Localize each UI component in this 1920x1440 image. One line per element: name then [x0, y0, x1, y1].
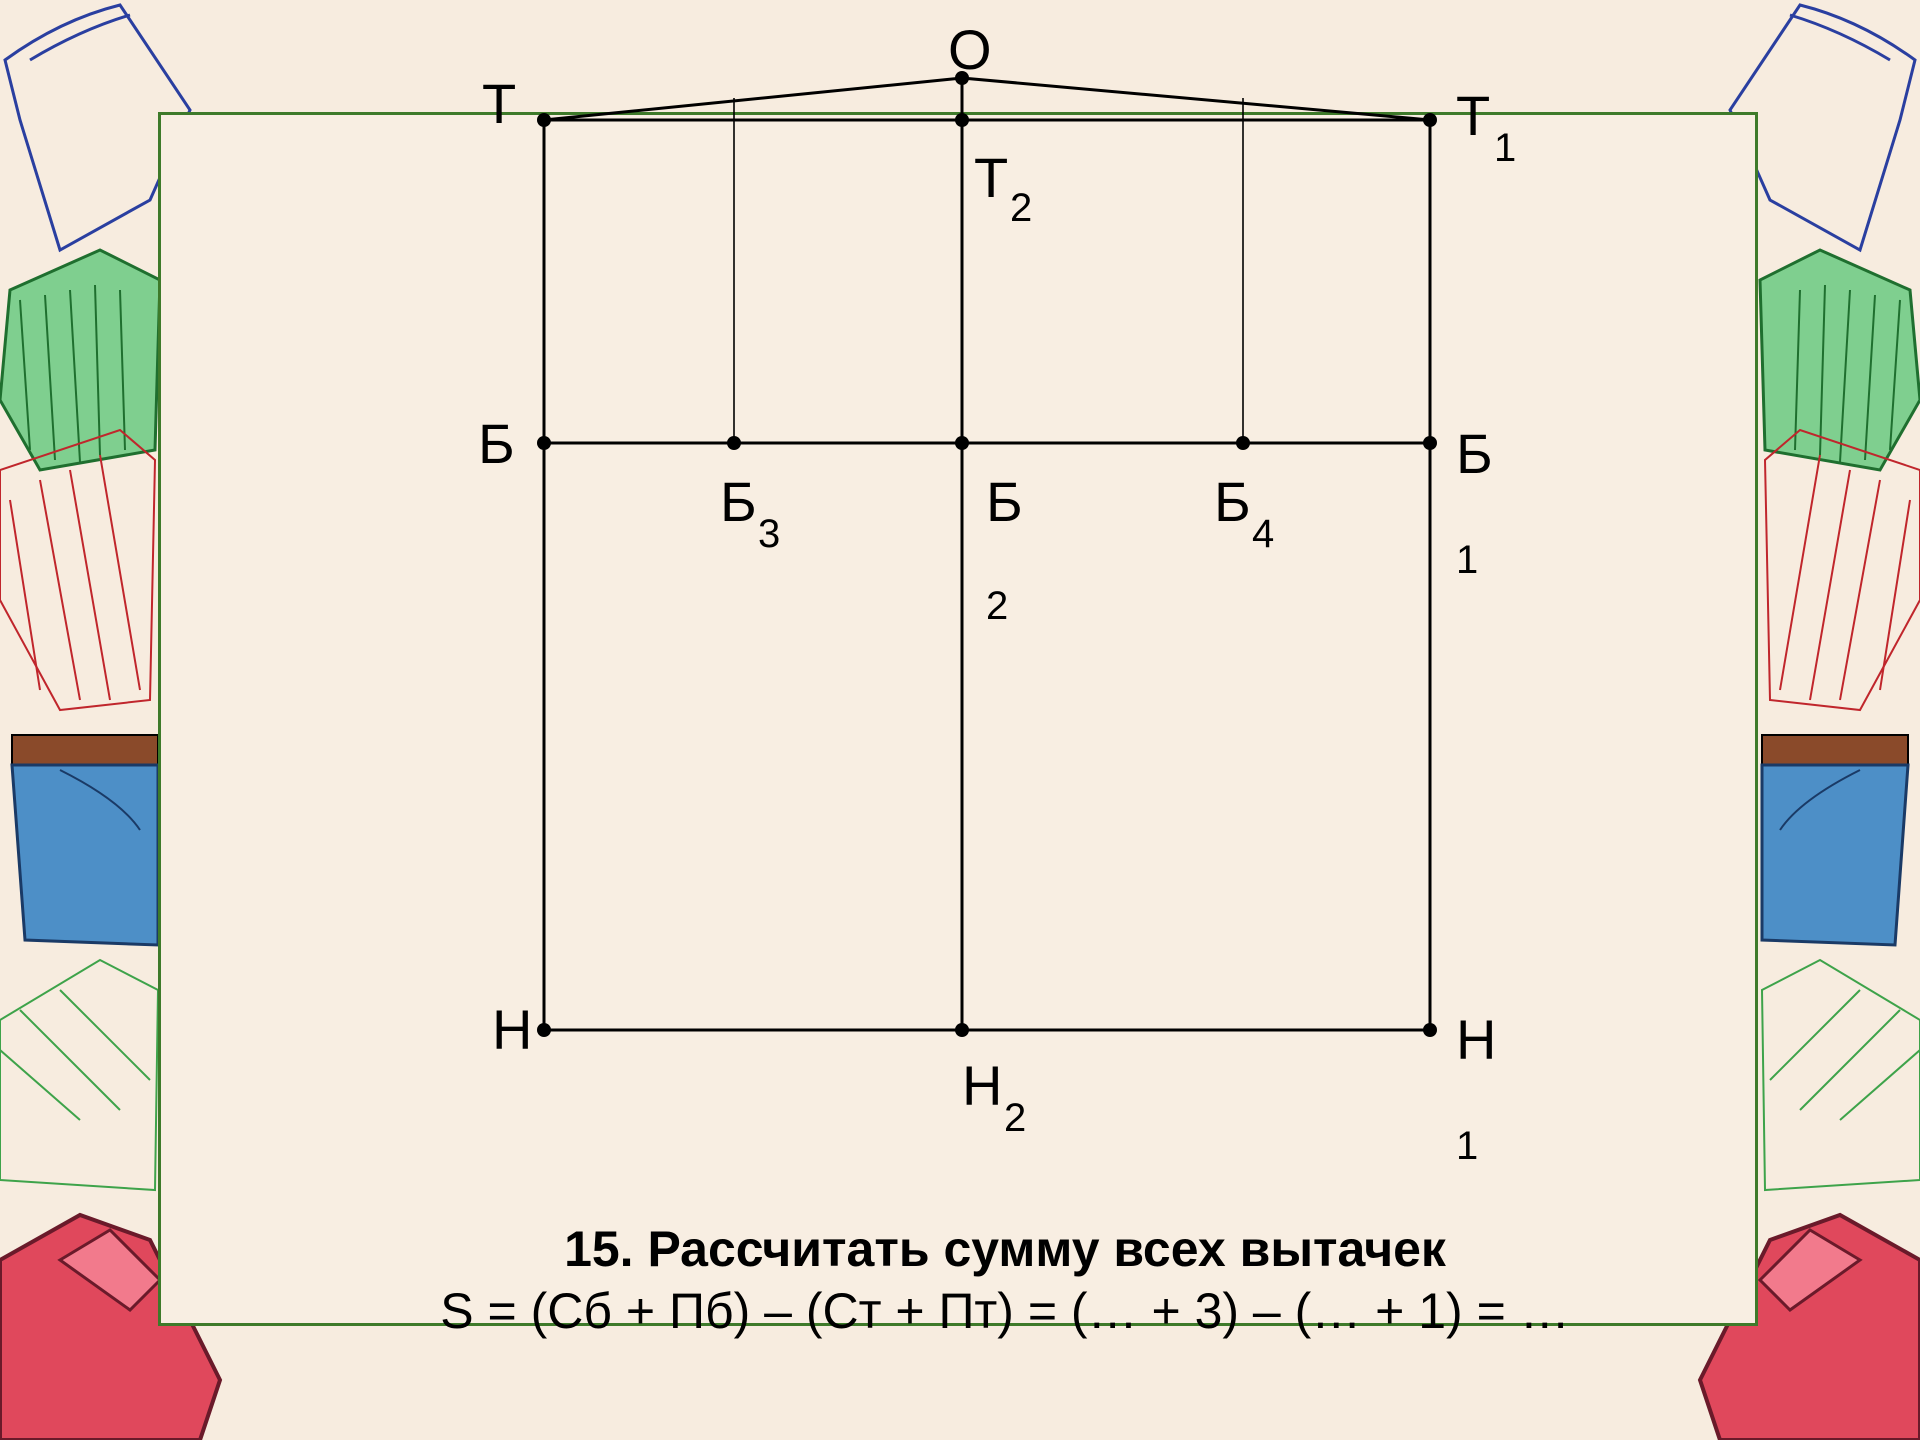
label-H1-subscript: 1 — [1456, 1124, 1479, 1168]
skirt-sketch-icon — [1728, 3, 1917, 253]
pleated-skirt-icon — [1758, 248, 1920, 712]
label-T1-subscript: 1 — [1494, 126, 1517, 170]
raised-waist-left — [543, 76, 963, 122]
point-H1 — [1423, 1023, 1437, 1037]
point-B3 — [727, 436, 741, 450]
denim-skirt-icon — [10, 734, 160, 947]
label-B2-subscript: 2 — [986, 584, 1009, 628]
label-B3-subscript: 3 — [758, 512, 781, 556]
point-T1 — [1423, 113, 1437, 127]
label-H1: Н — [1456, 1008, 1497, 1071]
label-B1: Б — [1456, 422, 1493, 485]
point-B — [537, 436, 551, 450]
point-O — [955, 71, 969, 85]
label-B4: Б — [1214, 470, 1251, 533]
flared-skirt-icon — [0, 958, 160, 1192]
label-T1: Т — [1456, 84, 1491, 147]
label-B2: Б — [986, 470, 1023, 533]
label-T2: Т — [974, 146, 1009, 209]
flared-skirt-icon — [1760, 958, 1920, 1192]
label-H2: Н — [962, 1054, 1003, 1117]
point-T — [537, 113, 551, 127]
raised-waist-right — [961, 76, 1431, 122]
point-B1 — [1423, 436, 1437, 450]
label-O: О — [948, 18, 992, 81]
point-H2 — [955, 1023, 969, 1037]
point-H — [537, 1023, 551, 1037]
label-H2-subscript: 2 — [1004, 1096, 1027, 1140]
label-T2-subscript: 2 — [1010, 186, 1033, 230]
pleated-skirt-icon — [0, 248, 162, 712]
task-formula: S = (Сб + Пб) – (Ст + Пт) = (… + 3) – (…… — [440, 1283, 1570, 1339]
denim-skirt-icon — [1760, 734, 1910, 947]
label-H: Н — [492, 998, 533, 1061]
task-title: 15. Рассчитать сумму всех вытачек — [564, 1221, 1446, 1277]
label-B: Б — [478, 412, 515, 475]
label-B4-subscript: 4 — [1252, 512, 1275, 556]
label-B1-subscript: 1 — [1456, 538, 1479, 582]
point-B2 — [955, 436, 969, 450]
label-B3: Б — [720, 470, 757, 533]
skirt-sketch-icon — [3, 3, 192, 253]
point-B4 — [1236, 436, 1250, 450]
drawing-board — [158, 112, 1758, 1326]
label-T: Т — [482, 72, 517, 135]
point-T2 — [955, 113, 969, 127]
